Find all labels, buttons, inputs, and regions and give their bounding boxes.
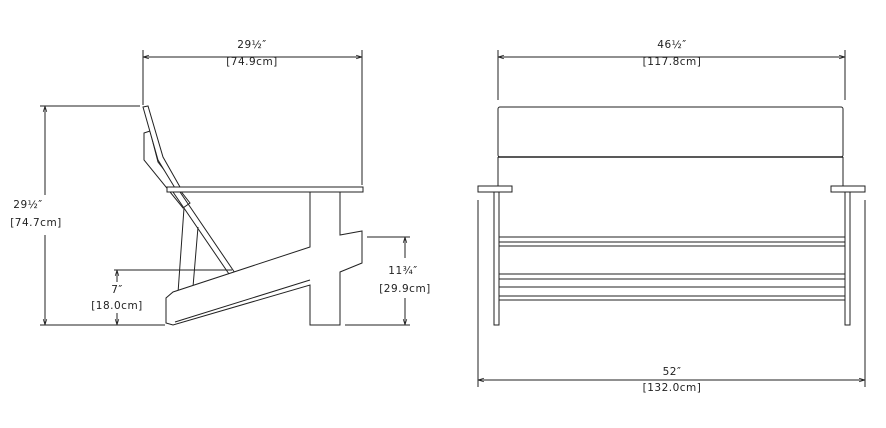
height-imperial: 29½″ (13, 199, 42, 211)
seat-height-metric: [18.0cm] (91, 300, 143, 312)
overall-width-metric: [132.0cm] (643, 382, 702, 394)
rear-leg (177, 207, 199, 294)
backrest-top (497, 106, 844, 158)
backrest-lower (497, 157, 844, 187)
depth-metric: [74.9cm] (226, 56, 278, 68)
seat-height-imperial: 7″ (111, 284, 123, 296)
armrest (166, 186, 364, 193)
side-dimensions (40, 50, 410, 326)
arm-height-metric: [29.9cm] (379, 283, 431, 295)
back-width-metric: [117.8cm] (643, 56, 702, 68)
front-view-chair (477, 106, 866, 326)
arm-height-imperial: 11¾″ (388, 265, 417, 277)
right-armrest (830, 185, 866, 193)
left-leg (493, 191, 500, 326)
back-width-imperial: 46½″ (657, 39, 686, 51)
right-leg (844, 191, 851, 326)
overall-width-imperial: 52″ (663, 366, 682, 378)
side-view-chair (142, 105, 364, 326)
front-dimensions (477, 50, 866, 387)
back-support (172, 191, 236, 275)
runner-inner (174, 279, 311, 323)
left-armrest (477, 185, 513, 193)
depth-imperial: 29½″ (237, 39, 266, 51)
seat-slats (498, 236, 846, 301)
front-leg (165, 191, 363, 326)
height-metric: [74.7cm] (10, 217, 62, 229)
